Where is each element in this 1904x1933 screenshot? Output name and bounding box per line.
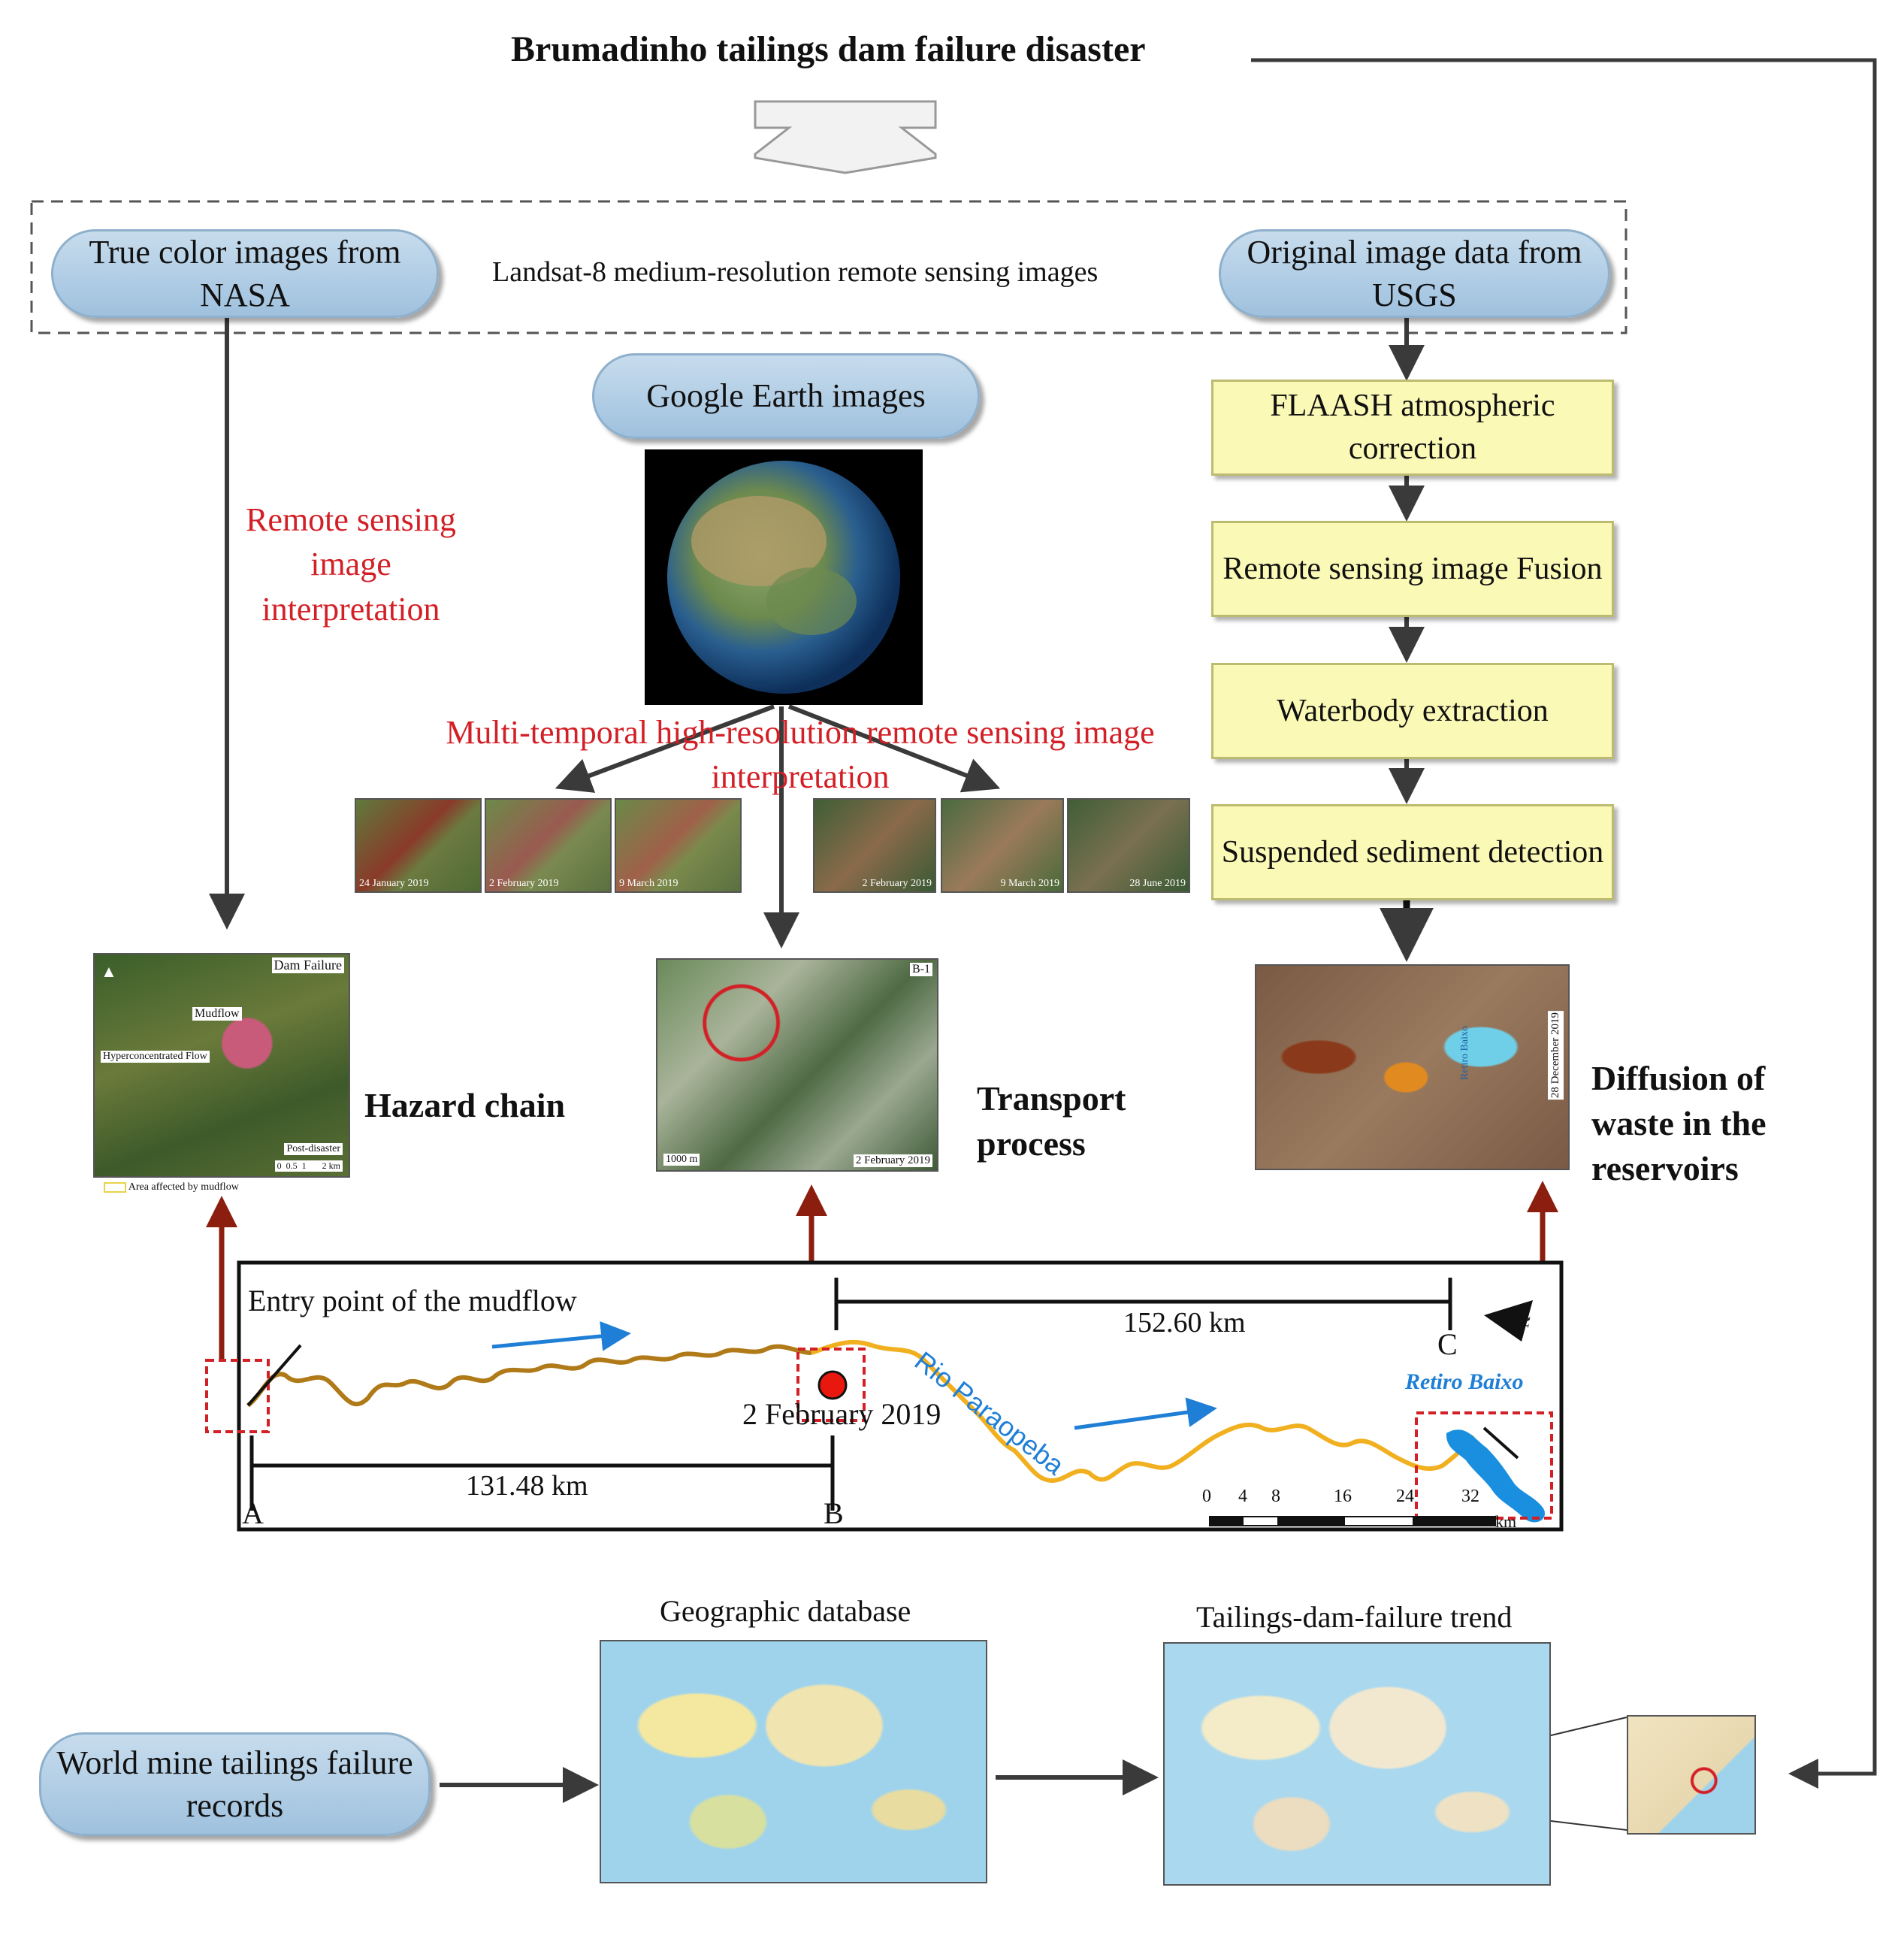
trend-map <box>1163 1642 1551 1886</box>
scale-tick-4: 4 <box>1238 1487 1247 1506</box>
geographic-database-map <box>600 1640 987 1883</box>
hazard-map-legend: Area affected by mudflow <box>104 1181 239 1193</box>
hazard-chain-label: Hazard chain <box>364 1086 566 1124</box>
river-profile-frame <box>237 1260 1564 1532</box>
hazard-map-mudflow: Mudflow <box>192 1007 242 1021</box>
usgs-node: Original image data from USGS <box>1219 229 1610 318</box>
point-a: A <box>242 1496 264 1530</box>
failure-point-marker <box>818 1370 848 1400</box>
thumbnail-4-date: 2 February 2019 <box>862 878 932 889</box>
transport-map-scale: 1000 m <box>663 1154 700 1166</box>
thumbnail-5: 9 March 2019 <box>941 798 1064 893</box>
interpretation-center-label: Multi-temporal high-resolution remote se… <box>446 714 1155 796</box>
thumbnail-6-date: 28 June 2019 <box>1129 878 1186 889</box>
point-c: C <box>1437 1327 1458 1361</box>
interpretation-left-label: Remote sensing image interpretation <box>246 501 456 628</box>
transport-map-tag: B-1 <box>910 963 932 976</box>
diffusion-map-date: 28 December 2019 <box>1548 1011 1564 1100</box>
diffusion-label: Diffusion of waste in the reservoirs <box>1591 1059 1766 1187</box>
scale-tick-24: 24 <box>1396 1487 1414 1506</box>
hazard-map-dam-failure: Dam Failure <box>271 957 344 973</box>
hazard-map-north-icon: ▲ <box>101 962 117 981</box>
brazil-inset-map <box>1627 1715 1756 1835</box>
geo-db-caption: Geographic database <box>660 1594 911 1628</box>
nasa-node: True color images from NASA <box>51 229 439 318</box>
landsat-group-box <box>30 200 1627 334</box>
failure-date-label: 2 February 2019 <box>742 1397 941 1431</box>
step-sediment: Suspended sediment detection <box>1211 804 1614 900</box>
hazard-map-legend-text: Area affected by mudflow <box>128 1181 239 1193</box>
entry-point-label: Entry point of the mudflow <box>248 1284 577 1317</box>
thumbnail-1: 24 January 2019 <box>355 798 482 893</box>
scale-tick-32: 32 <box>1461 1487 1479 1506</box>
title-to-trend-connector <box>1251 58 1877 1789</box>
records-node: World mine tailings failure records <box>39 1732 431 1836</box>
thumbnail-1-date: 24 January 2019 <box>359 878 429 889</box>
google-earth-node: Google Earth images <box>592 353 980 439</box>
scale-tick-8: 8 <box>1271 1487 1280 1506</box>
point-b: B <box>824 1496 844 1530</box>
trend-caption: Tailings-dam-failure trend <box>1196 1600 1513 1634</box>
scale-tick-0: 0 <box>1202 1487 1211 1506</box>
diffusion-map-reservoir: Retiro Baixo <box>1459 1026 1470 1080</box>
reservoir-label: Retiro Baixo <box>1405 1369 1524 1394</box>
distance-ab: 131.48 km <box>466 1470 588 1502</box>
step-flaash: FLAASH atmospheric correction <box>1211 380 1614 476</box>
scale-tick-16: 16 <box>1334 1487 1352 1506</box>
thumbnail-6: 28 June 2019 <box>1067 798 1190 893</box>
landsat-caption: Landsat-8 medium-resolution remote sensi… <box>492 256 1099 288</box>
hollow-down-arrow <box>754 100 937 174</box>
thumbnail-2-date: 2 February 2019 <box>489 878 559 889</box>
page-title: Brumadinho tailings dam failure disaster <box>511 29 1146 69</box>
step-fusion: Remote sensing image Fusion <box>1211 521 1614 617</box>
step-waterbody: Waterbody extraction <box>1211 663 1614 759</box>
thumbnail-2: 2 February 2019 <box>485 798 612 893</box>
scale-unit: km <box>1495 1512 1517 1531</box>
hazard-map-hyper: Hyperconcentrated Flow <box>101 1051 210 1063</box>
hazard-chain-map: Dam Failure Mudflow Hyperconcentrated Fl… <box>93 953 350 1178</box>
transport-process-label: Transport process <box>977 1079 1126 1163</box>
transport-map: B-1 1000 m 2 February 2019 <box>656 958 938 1172</box>
thumbnail-3: 9 March 2019 <box>615 798 742 893</box>
river-upstream <box>246 1344 812 1408</box>
thumbnail-5-date: 9 March 2019 <box>1000 878 1059 889</box>
thumbnail-4: 2 February 2019 <box>813 798 936 893</box>
hazard-map-post: Post-disaster <box>284 1143 343 1155</box>
distance-bc: 152.60 km <box>1123 1307 1246 1339</box>
hazard-map-scale: 0 0.5 1 2 km <box>274 1160 343 1172</box>
north-arrow <box>1484 1300 1533 1342</box>
diffusion-map: 28 December 2019 Retiro Baixo <box>1255 964 1570 1170</box>
river-downstream <box>811 1339 1475 1484</box>
transport-map-date: 2 February 2019 <box>853 1154 932 1167</box>
thumbnail-3-date: 9 March 2019 <box>619 878 678 889</box>
